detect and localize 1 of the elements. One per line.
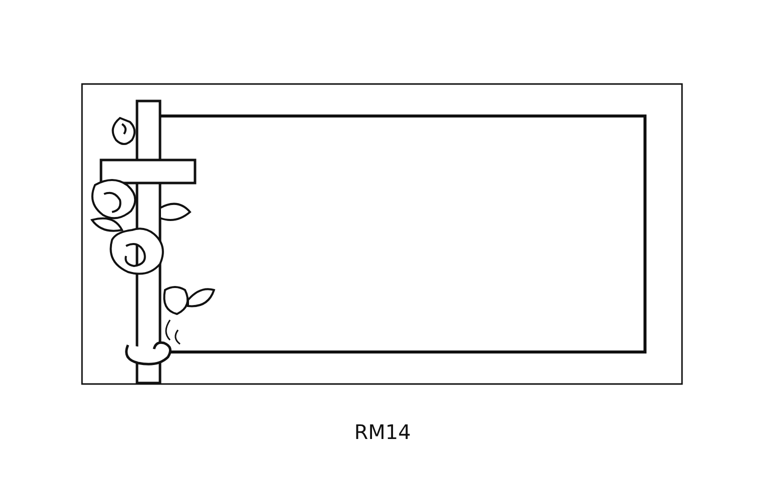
caption: RM14 [353,420,412,444]
